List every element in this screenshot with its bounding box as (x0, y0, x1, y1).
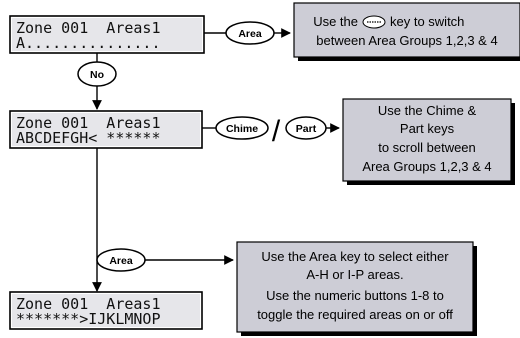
area-button-bottom-label: Area (109, 255, 133, 267)
note-middle-line-4: Area Groups 1,2,3 & 4 (362, 159, 491, 174)
note-top-line-1-start: Use the (313, 14, 358, 29)
lcd-3-line-1: Zone 001 Areas1 (16, 295, 161, 313)
note-top-line-2: between Area Groups 1,2,3 & 4 (316, 33, 497, 48)
note-bottom-line-1: Use the Area key to select either (261, 249, 449, 264)
note-box-bottom: Use the Area key to select either A-H or… (236, 241, 477, 336)
note-box-middle: Use the Chime & Part keys to scroll betw… (342, 98, 515, 185)
part-button-label: Part (296, 123, 317, 135)
lcd-1-line-2: A............... (16, 34, 161, 52)
chime-button[interactable]: Chime (215, 116, 269, 140)
connectors (92, 28, 340, 292)
note-middle-line-2: Part keys (400, 121, 455, 136)
area-key-icon (362, 15, 386, 29)
note-bottom-line-2: A-H or I-P areas. (306, 267, 403, 282)
lcd-3-line-2: *******>IJKLMNOP (16, 310, 161, 328)
note-middle-line-1: Use the Chime & (378, 103, 477, 118)
area-button-top[interactable]: Area (225, 21, 275, 45)
area-button-bottom[interactable]: Area (96, 248, 146, 272)
lcd-display-3: Zone 001 Areas1 *******>IJKLMNOP (9, 291, 203, 330)
no-button[interactable]: No (77, 61, 117, 87)
key-separator: / (272, 115, 281, 148)
note-middle-line-3: to scroll between (378, 140, 476, 155)
part-button[interactable]: Part (285, 116, 327, 140)
lcd-2-line-1: Zone 001 Areas1 (16, 114, 161, 132)
note-top-line-1-end: key to switch (390, 14, 464, 29)
lcd-display-1: Zone 001 Areas1 A............... (9, 15, 205, 54)
lcd-1-line-1: Zone 001 Areas1 (16, 19, 161, 37)
chime-button-label: Chime (226, 123, 258, 135)
area-button-top-label: Area (238, 28, 262, 40)
no-button-label: No (90, 69, 104, 81)
note-bottom-line-4: toggle the required areas on or off (257, 307, 453, 322)
note-box-top: Use the key to switch between Area Group… (293, 2, 520, 61)
note-bottom-line-3: Use the numeric buttons 1-8 to (266, 288, 444, 303)
lcd-display-2: Zone 001 Areas1 ABCDEFGH< ****** (9, 110, 203, 149)
lcd-2-line-2: ABCDEFGH< ****** (16, 129, 161, 147)
